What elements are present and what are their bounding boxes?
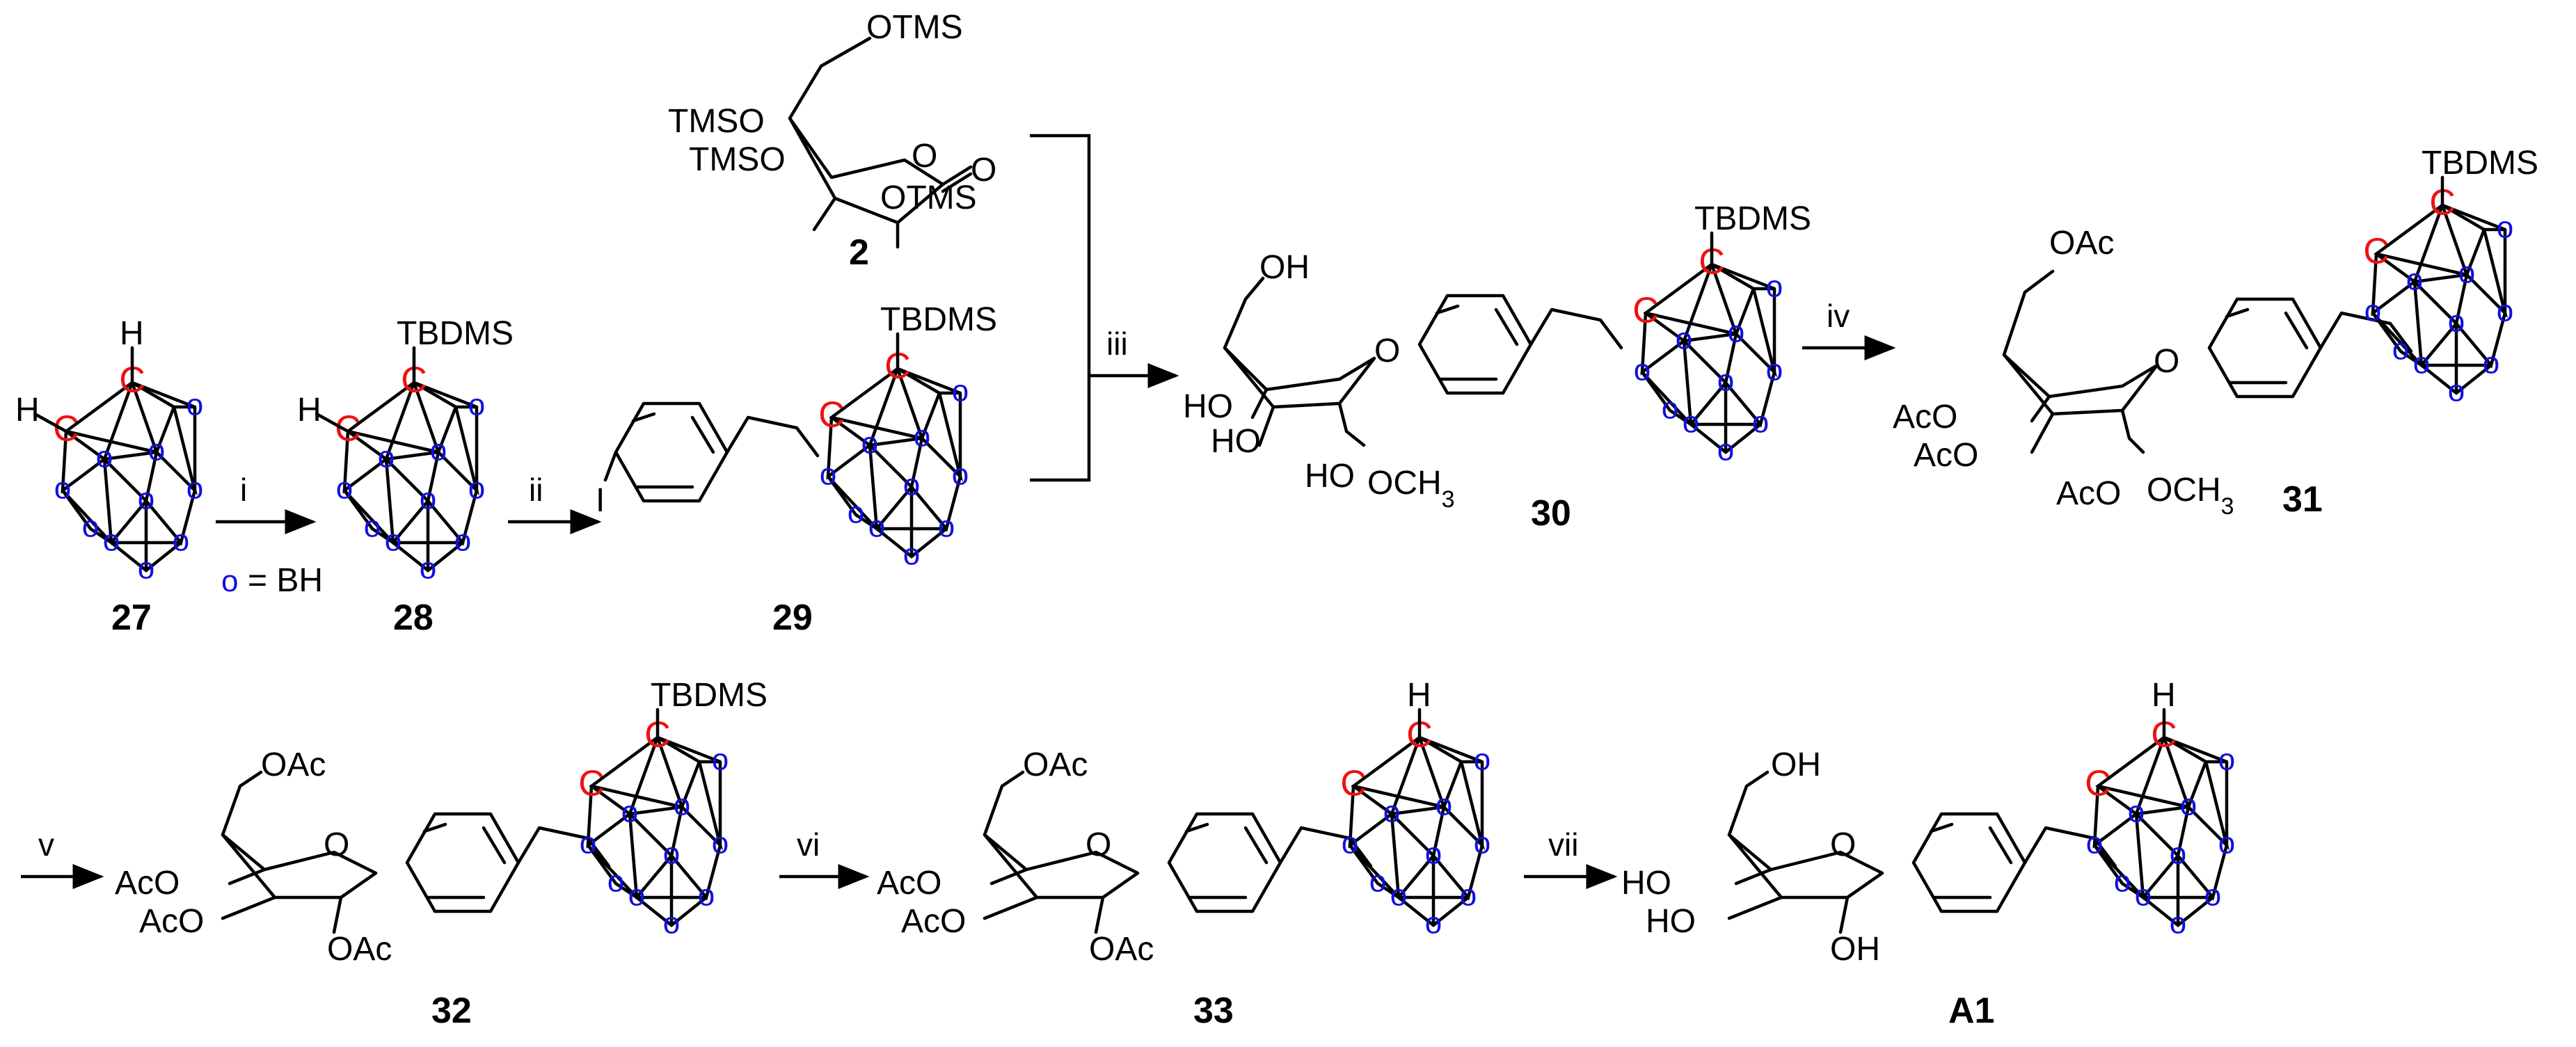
step-label: vi bbox=[797, 826, 820, 863]
aco-label: AcO bbox=[1893, 399, 1957, 435]
legend-symbol: o bbox=[221, 564, 238, 598]
ring-oxygen: O bbox=[324, 826, 349, 863]
arrow-v: v bbox=[21, 826, 104, 889]
compound-32: OAc AcO AcO O OAc TBDMS 32 bbox=[115, 677, 768, 1031]
ho-label: HO bbox=[1646, 903, 1696, 940]
ring-oxygen: O bbox=[1374, 333, 1400, 369]
ring-oxygen: O bbox=[1830, 826, 1856, 863]
arrow-vi: vi bbox=[779, 826, 870, 889]
compound-30: OH HO HO O HO OCH3 TBDMS 30 bbox=[1183, 200, 1811, 534]
compound-label: 2 bbox=[849, 232, 869, 273]
ho-label: HO bbox=[1183, 388, 1233, 425]
step-label: i bbox=[240, 472, 247, 508]
arrow-i: i bbox=[216, 472, 317, 534]
legend-text: = BH bbox=[248, 562, 323, 599]
tbdms-label: TBDMS bbox=[880, 301, 997, 338]
arrow-iv: iv bbox=[1802, 298, 1896, 360]
tmso-label: TMSO bbox=[689, 141, 786, 178]
legend: o = BH bbox=[221, 562, 323, 599]
step-label: v bbox=[38, 826, 54, 863]
tbdms-label: TBDMS bbox=[651, 677, 768, 714]
aco-label: AcO bbox=[2056, 475, 2121, 512]
oh-label: OH bbox=[1259, 249, 1310, 286]
arrow-ii: ii bbox=[508, 472, 602, 534]
oh-label: OH bbox=[1771, 746, 1821, 783]
och3-label: OCH3 bbox=[1367, 465, 1455, 513]
compound-2: OTMS O O TMSO TMSO OTMS 2 bbox=[668, 9, 996, 273]
step-label: iv bbox=[1827, 298, 1850, 334]
compound-label: 31 bbox=[2282, 479, 2323, 520]
compound-31: OAc AcO AcO O AcO OCH3 TBDMS 31 bbox=[1893, 145, 2538, 520]
aco-label: AcO bbox=[139, 903, 204, 940]
oac-label: OAc bbox=[327, 931, 392, 968]
oac-label: OAc bbox=[1089, 931, 1154, 968]
compound-label: 29 bbox=[772, 598, 813, 638]
ho-label: HO bbox=[1305, 458, 1355, 495]
och3-label: OCH3 bbox=[2147, 472, 2234, 520]
oac-label: OAc bbox=[2049, 225, 2114, 262]
otms-label: OTMS bbox=[880, 179, 977, 216]
compound-label: 28 bbox=[393, 598, 434, 638]
ho-label: HO bbox=[1621, 865, 1671, 902]
hydrogen-label: H bbox=[15, 392, 40, 429]
tmso-label: TMSO bbox=[668, 103, 765, 140]
arrow-iii: iii bbox=[1030, 134, 1179, 482]
tbdms-label: TBDMS bbox=[2422, 145, 2538, 182]
hydrogen-label: H bbox=[1407, 677, 1431, 714]
otms-label: OTMS bbox=[866, 9, 963, 46]
iodo-label: I bbox=[596, 482, 605, 519]
compound-a1: OH HO HO O OH H A1 bbox=[1621, 677, 2235, 1031]
compound-label: 33 bbox=[1193, 991, 1234, 1031]
step-label: vii bbox=[1548, 826, 1578, 863]
compound-29: I TBDMS 29 bbox=[596, 301, 997, 638]
ring-oxygen: O bbox=[1086, 826, 1111, 863]
hydrogen-label: H bbox=[297, 392, 321, 429]
ring-oxygen: O bbox=[2154, 343, 2179, 380]
compound-label: 27 bbox=[111, 598, 152, 638]
compound-33: OAc AcO AcO O OAc H 33 bbox=[877, 677, 1490, 1031]
compound-27: H H 27 bbox=[15, 315, 203, 638]
aco-label: AcO bbox=[1914, 437, 1978, 474]
tbdms-label: TBDMS bbox=[1694, 200, 1811, 237]
compound-label: 30 bbox=[1531, 493, 1571, 534]
compound-label: A1 bbox=[1948, 991, 1994, 1031]
ho-label: HO bbox=[1211, 423, 1261, 460]
arrow-vii: vii bbox=[1524, 826, 1618, 889]
oac-label: OAc bbox=[261, 746, 326, 783]
aco-label: AcO bbox=[901, 903, 966, 940]
compound-28: TBDMS H 28 bbox=[297, 315, 514, 638]
hydrogen-label: H bbox=[2152, 677, 2176, 714]
tbdms-label: TBDMS bbox=[397, 315, 514, 352]
aco-label: AcO bbox=[877, 865, 941, 902]
carbonyl-oxygen: O bbox=[971, 152, 996, 189]
hydrogen-label: H bbox=[120, 315, 144, 352]
step-label: ii bbox=[529, 472, 543, 508]
step-label: iii bbox=[1106, 326, 1128, 362]
oh-label: OH bbox=[1830, 931, 1880, 968]
oac-label: OAc bbox=[1023, 746, 1088, 783]
aco-label: AcO bbox=[115, 865, 180, 902]
compound-label: 32 bbox=[431, 991, 472, 1031]
ring-oxygen: O bbox=[912, 138, 937, 175]
